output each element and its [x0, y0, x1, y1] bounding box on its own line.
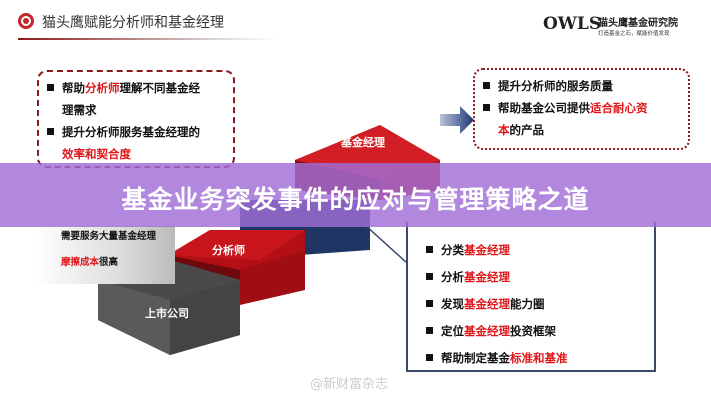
list-item: 分析基金经理	[426, 264, 568, 291]
banner-title: 基金业务突发事件的应对与管理策略之道	[121, 185, 590, 214]
cost-note-text: 很高	[99, 257, 119, 268]
fund-company-benefits-box: 提升分析师的服务质量帮助基金公司提供适合耐心资本的产品	[473, 68, 690, 150]
highlight-text: 基金经理	[464, 297, 510, 311]
item-text: 提升分析师的服务质量	[498, 79, 613, 93]
item-text: 分类	[441, 243, 464, 257]
fund-manager-actions-box: 分类基金经理分析基金经理发现基金经理能力圈定位基金经理投资框架帮助制定基金标准和…	[406, 222, 656, 372]
target-icon	[18, 13, 34, 29]
item-text: 的产品	[509, 123, 545, 137]
highlight-text: 基金经理	[464, 243, 510, 257]
weibo-watermark: @新财富杂志	[310, 377, 389, 392]
bullet-icon	[47, 84, 54, 91]
bullet-icon	[483, 82, 490, 89]
bullet-icon	[426, 273, 433, 280]
list-item: 帮助制定基金标准和基准	[426, 345, 568, 372]
bullet-icon	[426, 300, 433, 307]
bullet-icon	[483, 104, 490, 111]
item-text: 理解不同基金经	[119, 81, 201, 95]
list-item: 效率和契合度	[47, 143, 200, 165]
highlight-text: 效率和契合度	[62, 147, 131, 161]
step-label-analyst: 分析师	[212, 244, 245, 257]
bullet-icon	[426, 354, 433, 361]
highlight-text: 分析师	[85, 81, 120, 95]
cost-note-line2: 摩擦成本很高	[61, 252, 118, 274]
highlight-text: 基金经理	[464, 270, 510, 284]
cost-note-panel: 需要服务大量基金经理 摩擦成本很高	[35, 226, 175, 284]
list-item: 发现基金经理能力圈	[426, 291, 568, 318]
bullet-icon	[426, 246, 433, 253]
highlight-text: 本	[498, 123, 510, 137]
step-label-fund-manager: 基金经理	[341, 136, 385, 149]
item-text: 理需求	[62, 103, 97, 117]
connector-line	[365, 225, 408, 264]
list-item: 提升分析师服务基金经理的	[47, 121, 200, 143]
item-text: 定位	[441, 324, 464, 338]
arrow-right-icon	[440, 106, 474, 134]
owls-logo: OWLS	[543, 14, 602, 34]
item-text: 帮助制定基金	[441, 351, 510, 365]
highlight-text: 适合耐心资	[590, 101, 648, 115]
step-label-listed-company: 上市公司	[145, 307, 189, 320]
item-text: 分析	[441, 270, 464, 284]
list-item: 分类基金经理	[426, 237, 568, 264]
highlight-text: 标准和基准	[510, 351, 568, 365]
cost-note-highlight: 摩擦成本	[61, 257, 100, 268]
list-item: 帮助分析师理解不同基金经	[47, 77, 200, 99]
highlight-text: 基金经理	[464, 324, 510, 338]
title-banner	[0, 163, 711, 227]
list-item: 帮助基金公司提供适合耐心资	[483, 97, 648, 119]
item-text: 投资框架	[510, 324, 556, 338]
item-text: 帮助基金公司提供	[498, 101, 590, 115]
bullet-icon	[47, 128, 54, 135]
list-item: 理需求	[47, 99, 200, 121]
item-text: 帮助	[62, 81, 85, 95]
list-item: 定位基金经理投资框架	[426, 318, 568, 345]
list-item: 提升分析师的服务质量	[483, 75, 648, 97]
list-item: 本的产品	[483, 119, 648, 141]
item-text: 能力圈	[510, 297, 545, 311]
page-title: 猫头鹰赋能分析师和基金经理	[42, 15, 224, 31]
cost-note-line1: 需要服务大量基金经理	[61, 231, 157, 242]
item-text: 发现	[441, 297, 464, 311]
item-text: 提升分析师服务基金经理的	[62, 125, 200, 139]
header-divider	[18, 38, 278, 40]
bullet-icon	[426, 327, 433, 334]
logo-name: 猫头鹰基金研究院	[598, 18, 678, 29]
logo-slogan: 打造基金之石，赋能价值发现	[598, 31, 670, 37]
